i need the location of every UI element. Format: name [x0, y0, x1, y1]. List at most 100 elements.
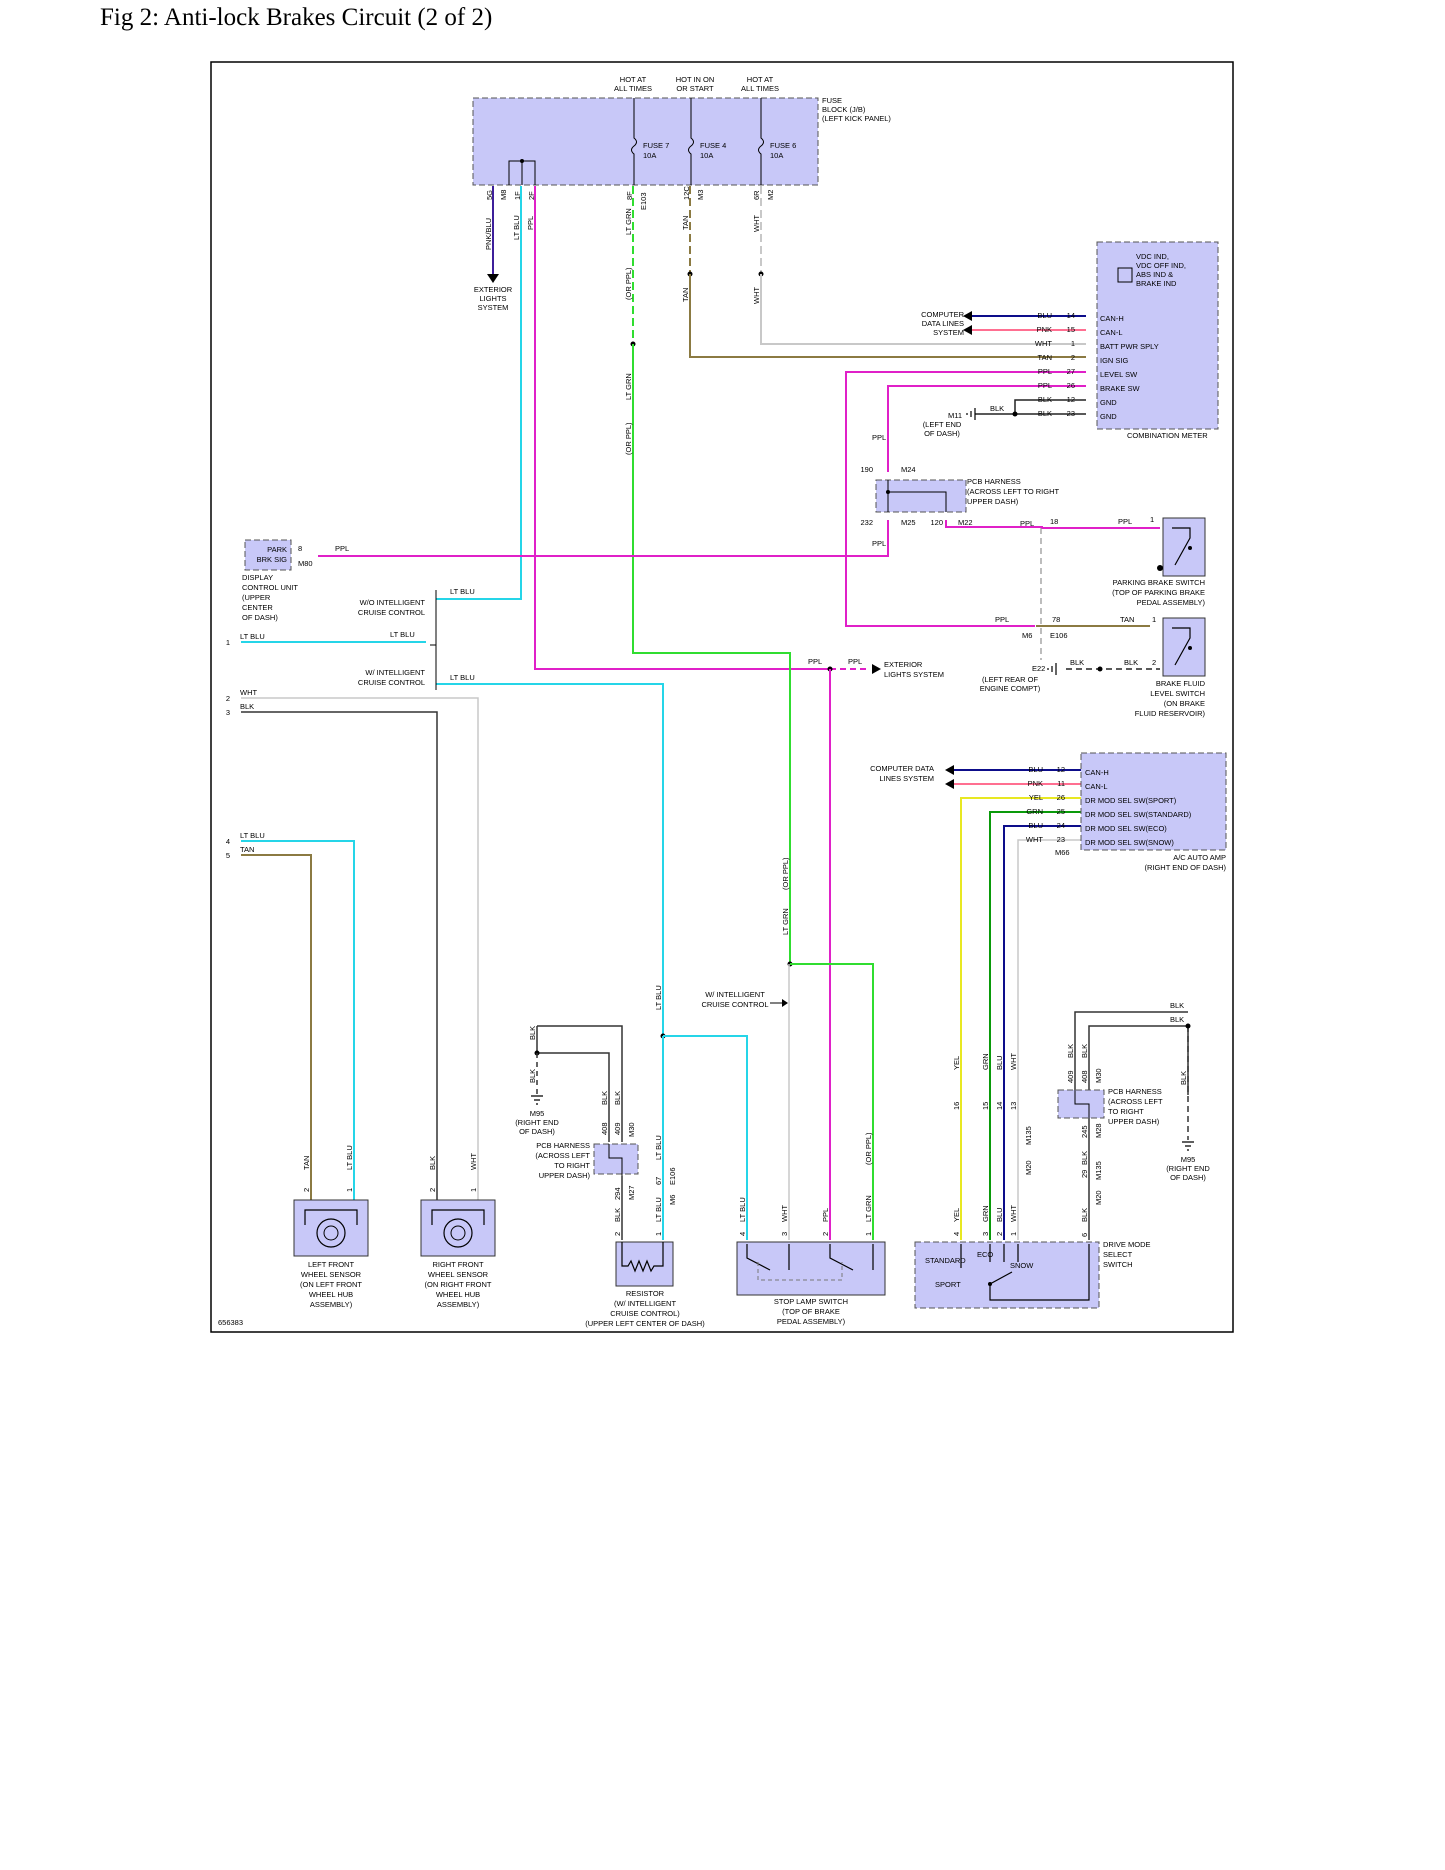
amp-pin-name: DR MOD SEL SW(STANDARD) — [1085, 810, 1192, 819]
pin-m30-right: M30 — [1094, 1068, 1103, 1083]
pin-m20-drive: M20 — [1024, 1160, 1033, 1175]
stop-lamp-wire-label: LT BLU — [738, 1197, 747, 1222]
label-ppl-120: PPL — [1020, 519, 1034, 528]
label-blk-pcb-r4: BLK — [1080, 1044, 1089, 1058]
left-connector-wire-label: TAN — [240, 845, 254, 854]
label-lt-blu-pcb-left: LT BLU — [654, 1135, 663, 1160]
wire-blk-pin3 — [241, 711, 438, 1200]
wire-tan-pin5 — [241, 854, 312, 1200]
cm-pin-wire-label: TAN — [1038, 353, 1052, 362]
splice-dot — [1185, 1023, 1191, 1029]
wire-ppl-2f — [534, 186, 830, 670]
pin-m22: M22 — [958, 518, 973, 527]
cm-pin-wire-label: BLK — [1038, 395, 1052, 404]
amp-pin-wire-label: GRN — [1026, 807, 1043, 816]
indicator-lamp — [1117, 267, 1133, 283]
parking-brake-switch-label: PARKING BRAKE SWITCH(TOP OF PARKING BRAK… — [1112, 578, 1205, 607]
fuse4-symbol — [688, 98, 694, 185]
stop-lamp-link — [757, 1262, 843, 1281]
label-lt-blu-w-icc: LT BLU — [450, 673, 475, 682]
stop-lamp-pin-number: 4 — [738, 1232, 747, 1236]
drive-mode-pin-number: 1 — [1009, 1232, 1018, 1236]
stop-lamp-pin-number: 2 — [821, 1232, 830, 1236]
cm-pin-wire-label: BLK — [1038, 409, 1052, 418]
ground-symbol-m95-right — [1182, 1141, 1194, 1151]
display-control-unit-box — [244, 539, 292, 571]
cm-pin-number: 23 — [1067, 409, 1075, 418]
pin-m30-left: M30 — [627, 1122, 636, 1137]
left-connector-pin-number: 1 — [226, 638, 230, 647]
pin-6-drive: 6 — [1080, 1233, 1089, 1237]
fuse7-symbol — [631, 98, 637, 185]
drive-mode-pcb-pin: 16 — [952, 1102, 961, 1110]
wire-ppl-brake-sw — [887, 385, 1086, 472]
drive-mode-switch-box — [914, 1241, 1100, 1309]
drive-mode-sport: SPORT — [935, 1280, 961, 1289]
combination-meter-label: COMBINATION METER — [1127, 431, 1208, 440]
diagram-frame — [210, 61, 1234, 1333]
pin-1-resistor: 1 — [654, 1232, 663, 1236]
pin-2f: 2F — [527, 191, 536, 200]
wire-ppl-parking-brake — [945, 520, 1160, 529]
label-lt-blu-resistor: LT BLU — [654, 1197, 663, 1222]
label-lt-blu-pin1-right: LT BLU — [390, 630, 415, 639]
label-lt-grn-2: LT GRN — [624, 373, 633, 400]
drive-mode-wire-label-upper: YEL — [952, 1056, 961, 1070]
cm-pin-wire-label: PPL — [1038, 381, 1052, 390]
wire-lt-grn-stop-lamp — [790, 963, 874, 1240]
switch-contact — [1172, 627, 1191, 666]
left-connector-wire-label: LT BLU — [240, 831, 265, 840]
arrow-exterior-lights — [487, 274, 499, 283]
wire-blu — [1003, 825, 1084, 1240]
pin-m8: M8 — [499, 190, 508, 200]
ac-auto-amp: A/C AUTO AMP(RIGHT END OF DASH) COMPUTER… — [870, 752, 1227, 872]
pin-409-right: 409 — [1066, 1070, 1075, 1083]
amp-pin-number: 23 — [1057, 835, 1065, 844]
splice-dot — [520, 159, 524, 163]
arrow-can — [963, 325, 972, 335]
drive-mode-pcb-pin: 14 — [995, 1102, 1004, 1110]
amp-pin-number: 12 — [1057, 765, 1065, 774]
label-lt-blu-mid: LT BLU — [654, 985, 663, 1010]
label-or-ppl-1: (OR PPL) — [624, 267, 633, 300]
cm-pin-name: BATT PWR SPLY — [1100, 342, 1159, 351]
resistor-symbol — [621, 1242, 664, 1273]
left-connector-wire-label: LT BLU — [240, 632, 265, 641]
drive-mode-wire-label: WHT — [1009, 1205, 1018, 1222]
pin-67: 67 — [654, 1177, 663, 1185]
amp-pin-number: 11 — [1057, 779, 1065, 788]
drive-mode-pin-number: 3 — [981, 1232, 990, 1236]
sensor-core — [323, 1225, 339, 1241]
left-connector-pin-number: 2 — [226, 694, 230, 703]
w-icc-arrow — [782, 999, 788, 1007]
pin-1-brake-fluid: 1 — [1152, 615, 1156, 624]
label-blk-pcb-r3: BLK — [1066, 1044, 1075, 1058]
stop-lamp-pin-number: 3 — [780, 1232, 789, 1236]
icc-option-bracket — [430, 590, 437, 690]
stop-lamp-wire-label: LT GRN — [864, 1195, 873, 1222]
wire-grn — [989, 811, 1084, 1240]
label-blk-pcb-l1: BLK — [528, 1026, 537, 1040]
left-connector-pin-number: 3 — [226, 708, 230, 717]
label-blk-pcb-r1: BLK — [1170, 1001, 1184, 1010]
pin-m80: M80 — [298, 559, 313, 568]
pin-m3: M3 — [696, 190, 705, 200]
ground-symbol-m11 — [966, 408, 976, 420]
pin-m6-left: M6 — [668, 1195, 677, 1205]
pin-e106: E106 — [1050, 631, 1068, 640]
